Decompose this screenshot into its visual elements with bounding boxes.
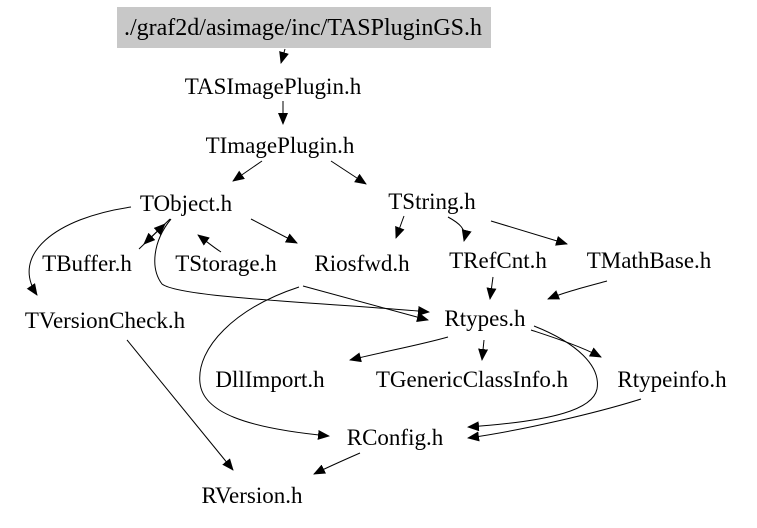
node-rversion-h[interactable]: RVersion.h	[201, 483, 303, 508]
node-timageplugin-h[interactable]: TImagePlugin.h	[206, 133, 355, 158]
edge-tstring-h-to-trefcnt-h	[447, 216, 472, 242]
node-rtypeinfo-h[interactable]: Rtypeinfo.h	[617, 367, 727, 392]
edge-tobject-h-to-riosfwd-h	[250, 218, 298, 244]
edge-tmathbase-h-to-rtypes-h	[547, 280, 608, 300]
edge-rconfig-h-to-rversion-h	[313, 452, 361, 475]
node-riosfwd-h[interactable]: Riosfwd.h	[314, 251, 410, 276]
edge-tbuffer-h-to-tobject-h	[138, 223, 166, 250]
node-rconfig-h[interactable]: RConfig.h	[347, 425, 444, 450]
node-tbuffer-h[interactable]: TBuffer.h	[42, 251, 132, 276]
node-tgenericclassinfo-h[interactable]: TGenericClassInfo.h	[376, 367, 569, 392]
node-taspplugings-h: ./graf2d/asimage/inc/TASPluginGS.h	[124, 15, 482, 41]
edge-taspplugings-h-to-tasimageplugin-h	[279, 48, 289, 64]
node-tstring-h[interactable]: TString.h	[388, 189, 476, 214]
edge-rtypes-h-to-tgenericclassinfo-h	[478, 339, 489, 361]
edge-tversioncheck-h-to-rversion-h	[126, 339, 234, 471]
node-tmathbase-h[interactable]: TMathBase.h	[587, 248, 712, 273]
nodes-layer: ./graf2d/asimage/inc/TASPluginGS.hTASIma…	[25, 7, 727, 508]
edge-tobject-h-to-tversioncheck-h	[26, 206, 132, 296]
edge-tobject-h-to-rtypes-h	[154, 218, 430, 316]
edge-riosfwd-h-to-rconfig-h	[199, 286, 330, 440]
edge-riosfwd-h-to-rtypes-h	[302, 285, 429, 322]
node-rtypes-h[interactable]: Rtypes.h	[444, 306, 526, 331]
edge-timageplugin-h-to-tstring-h	[330, 160, 367, 185]
edge-trefcnt-h-to-rtypes-h	[486, 276, 497, 300]
node-dllimport-h[interactable]: DllImport.h	[215, 367, 325, 392]
node-trefcnt-h[interactable]: TRefCnt.h	[449, 248, 547, 273]
edge-tstring-h-to-tmathbase-h	[490, 220, 568, 246]
edge-tstorage-h-to-tobject-h	[197, 234, 222, 253]
node-tversioncheck-h[interactable]: TVersionCheck.h	[25, 308, 186, 333]
edge-rtypes-h-to-dllimport-h	[349, 336, 449, 363]
edge-tstring-h-to-riosfwd-h	[395, 215, 405, 239]
node-tasimageplugin-h[interactable]: TASImagePlugin.h	[185, 74, 362, 99]
node-tobject-h[interactable]: TObject.h	[140, 191, 233, 216]
node-box-taspplugings-h	[117, 7, 491, 48]
edge-timageplugin-h-to-tobject-h	[232, 160, 263, 182]
edges-layer	[26, 48, 642, 475]
edge-rtypes-h-to-rtypeinfo-h	[530, 329, 602, 358]
node-tstorage-h[interactable]: TStorage.h	[175, 251, 277, 276]
edge-rtypes-h-to-rconfig-h	[467, 325, 598, 432]
edge-rtypeinfo-h-to-rconfig-h	[467, 398, 642, 442]
